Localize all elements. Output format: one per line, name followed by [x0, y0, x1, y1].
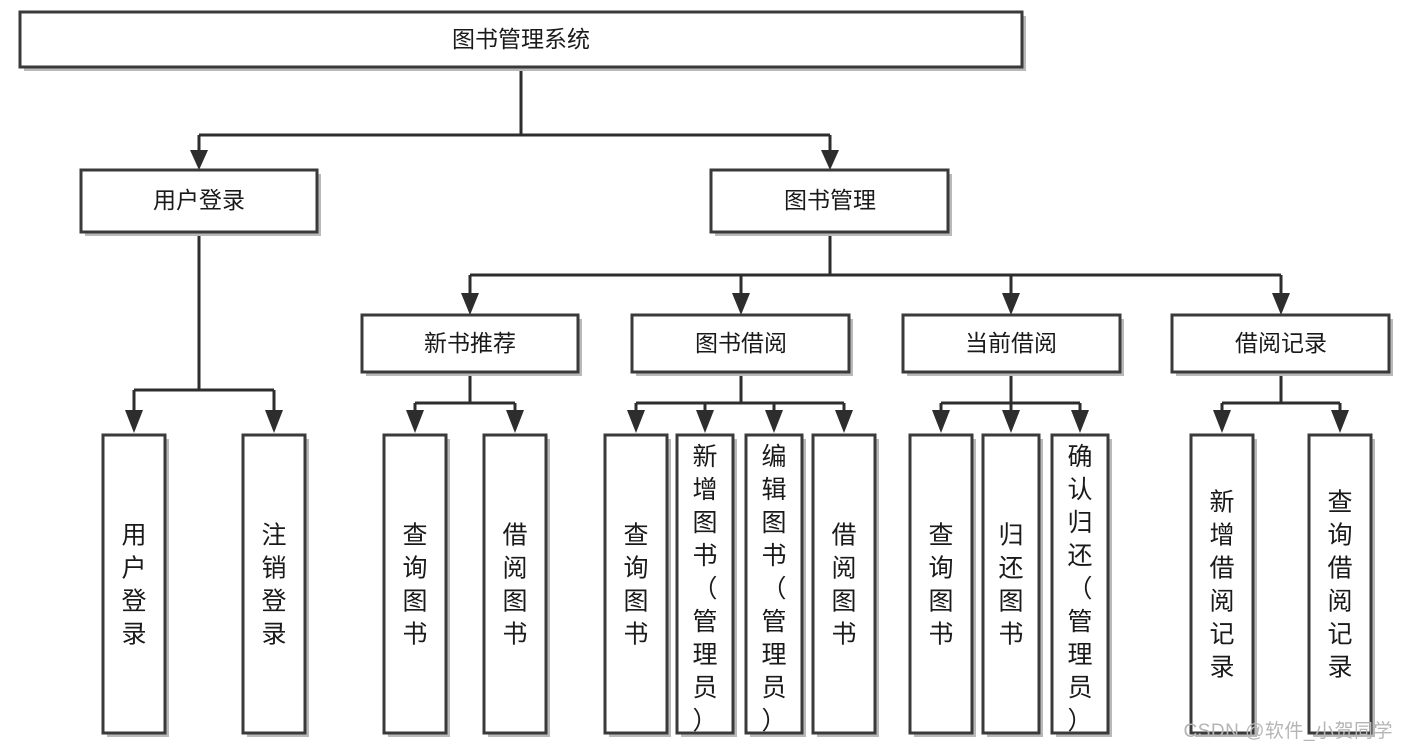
- arrow-head-borrow: [732, 293, 750, 315]
- arrow-head-leaf3: [406, 410, 424, 433]
- node-leaf4-box: [482, 433, 548, 735]
- node-leaf3[interactable]: 查询图书: [382, 433, 450, 737]
- node-bookmgmt[interactable]: 图书管理: [709, 168, 952, 236]
- arrow-head-leaf13: [1331, 410, 1349, 433]
- connector-group: [125, 67, 1349, 433]
- node-leaf10-box: [981, 433, 1041, 735]
- arrow-head-leaf6: [696, 410, 714, 433]
- node-root-box: [18, 10, 1024, 69]
- node-leaf1-box: [101, 433, 167, 735]
- arrow-head-login: [190, 150, 208, 170]
- node-bookmgmt-box: [709, 168, 950, 234]
- node-leaf12-label: 新增借阅记录: [1209, 489, 1234, 682]
- node-leaf7-label: 编辑图书（管理员）: [761, 443, 786, 735]
- node-leaf6-box: [675, 433, 735, 735]
- node-leaf4-label: 借阅图书: [502, 522, 527, 649]
- arrow-head-leaf12: [1213, 410, 1231, 433]
- node-leaf12[interactable]: 新增借阅记录: [1189, 433, 1257, 737]
- node-borrow-box: [630, 313, 851, 374]
- node-current[interactable]: 当前借阅: [901, 313, 1124, 376]
- node-leaf2-box: [241, 433, 307, 735]
- node-leaf5[interactable]: 查询图书: [603, 433, 671, 737]
- node-leaf3-label: 查询图书: [402, 522, 427, 649]
- node-current-label: 当前借阅: [965, 330, 1057, 356]
- node-leaf2-label: 注销登录: [261, 522, 286, 649]
- node-login-label: 用户登录: [153, 187, 245, 213]
- node-newbook[interactable]: 新书推荐: [360, 313, 582, 376]
- node-leaf11[interactable]: 确认归还（管理员）: [1050, 433, 1112, 737]
- node-leaf2[interactable]: 注销登录: [241, 433, 309, 737]
- node-leaf7-box: [744, 433, 804, 735]
- node-leaf6-label: 新增图书（管理员）: [692, 443, 717, 735]
- arrow-head-leaf1: [125, 410, 143, 433]
- node-leaf11-box: [1050, 433, 1110, 735]
- node-leaf10[interactable]: 归还图书: [981, 433, 1043, 737]
- arrow-head-leaf2: [265, 410, 283, 433]
- node-leaf3-box: [382, 433, 448, 735]
- node-leaf1-label: 用户登录: [121, 522, 146, 649]
- node-leaf8-box: [811, 433, 877, 735]
- node-newbook-label: 新书推荐: [424, 330, 516, 356]
- node-leaf9-box: [908, 433, 974, 735]
- node-records-box: [1170, 313, 1391, 374]
- node-leaf12-box: [1189, 433, 1255, 735]
- node-leaf1[interactable]: 用户登录: [101, 433, 169, 737]
- node-leaf6[interactable]: 新增图书（管理员）: [675, 433, 737, 737]
- node-records[interactable]: 借阅记录: [1170, 313, 1393, 376]
- node-leaf5-label: 查询图书: [623, 522, 648, 649]
- node-leaf9-label: 查询图书: [928, 522, 953, 649]
- node-leaf4[interactable]: 借阅图书: [482, 433, 550, 737]
- arrow-head-leaf7: [765, 410, 783, 433]
- node-leaf11-label: 确认归还（管理员）: [1067, 443, 1092, 735]
- node-login[interactable]: 用户登录: [79, 168, 321, 236]
- node-leaf13-box: [1307, 433, 1373, 735]
- arrow-head-leaf5: [627, 410, 645, 433]
- node-leaf5-box: [603, 433, 669, 735]
- node-leaf7[interactable]: 编辑图书（管理员）: [744, 433, 806, 737]
- node-root-label: 图书管理系统: [452, 26, 590, 52]
- arrow-head-leaf8: [835, 410, 853, 433]
- arrow-head-leaf4: [506, 410, 524, 433]
- node-borrow-label: 图书借阅: [695, 330, 787, 356]
- node-leaf9[interactable]: 查询图书: [908, 433, 976, 737]
- node-leaf8-label: 借阅图书: [831, 522, 856, 649]
- node-records-label: 借阅记录: [1235, 330, 1327, 356]
- arrow-head-current: [1002, 293, 1020, 315]
- node-root[interactable]: 图书管理系统: [18, 10, 1026, 71]
- node-leaf10-label: 归还图书: [998, 522, 1023, 649]
- arrow-head-leaf10: [1002, 410, 1020, 433]
- node-current-box: [901, 313, 1122, 374]
- node-leaf13-label: 查询借阅记录: [1327, 489, 1352, 682]
- arrow-head-bookmgmt: [821, 150, 839, 170]
- node-login-box: [79, 168, 319, 234]
- node-borrow[interactable]: 图书借阅: [630, 313, 853, 376]
- arrow-head-newbook: [461, 293, 479, 315]
- node-leaf13[interactable]: 查询借阅记录: [1307, 433, 1375, 737]
- node-bookmgmt-label: 图书管理: [784, 187, 876, 213]
- node-leaf8[interactable]: 借阅图书: [811, 433, 879, 737]
- leaf-node-group: 用户登录 注销登录 查询图书 借阅图书 查询图书 新增图书（管理员） 编辑图书（管理员） 借阅…: [101, 433, 1375, 737]
- arrow-head-leaf11: [1071, 410, 1089, 433]
- arrow-head-records: [1272, 293, 1290, 315]
- arrow-head-leaf9: [932, 410, 950, 433]
- node-newbook-box: [360, 313, 580, 374]
